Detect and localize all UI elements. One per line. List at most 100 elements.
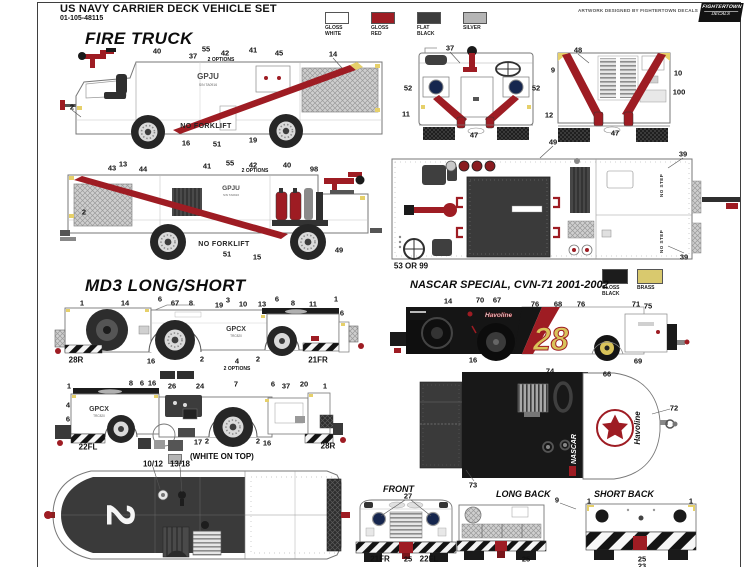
fire-truck-front-view: [393, 45, 543, 148]
extra-decal-patch: [168, 454, 182, 464]
extra-decal-patch: [160, 371, 175, 379]
flat-black-label: FLAT BLACK: [417, 25, 435, 37]
trc-marking: TRC820: [230, 334, 242, 338]
rear-apron: [326, 478, 342, 552]
wheel: [107, 415, 135, 443]
short-back-title: SHORT BACK: [594, 489, 654, 499]
winch: [517, 383, 549, 417]
bumper: [54, 329, 66, 348]
water-turret-icon: [78, 48, 116, 68]
havoline-top-marking: Havoline: [633, 411, 642, 445]
gpcx-marking: GPCX: [89, 406, 109, 413]
rear-grille: [597, 55, 639, 101]
water-turret-icon: [324, 172, 365, 194]
gloss-red-label: GLOSS RED: [371, 25, 389, 37]
extra-decal-patch: [177, 371, 194, 379]
red-handle-icon: [455, 196, 561, 239]
car-number-marking: 28: [532, 321, 569, 357]
rear-deck: [624, 313, 668, 353]
wheel: [269, 114, 303, 148]
front-bumper: [60, 230, 76, 241]
wheel: [477, 323, 515, 361]
bumper: [338, 321, 350, 353]
wheel: [423, 127, 455, 140]
md3-side-view-1: GPCX TRC820: [54, 296, 375, 368]
texaco-star-logo: [596, 409, 634, 447]
nascar-title: NASCAR SPECIAL, CVN-71 2001-2002: [410, 279, 609, 291]
wheel: [558, 128, 590, 142]
fire-truck-side-view-2: GPJU S/N TA0916 NO FORKLIFT: [60, 158, 390, 268]
brass-wheel: [594, 335, 620, 361]
hazard-stripe: [70, 433, 106, 444]
front-bumper: [390, 332, 406, 346]
nascar-side-view: Havoline 28: [390, 300, 702, 368]
brass-label: BRASS: [637, 285, 655, 291]
rear-bumper: [667, 324, 677, 350]
tow-hook-icon: [44, 511, 55, 519]
trc-marking: TRC820: [93, 414, 105, 418]
seat: [116, 74, 127, 94]
nascar-top-view: NASCAR Havoline: [418, 366, 678, 484]
winch: [162, 526, 190, 558]
md3-top-view: 2: [44, 465, 350, 565]
hazard-stripe: [304, 433, 334, 444]
part-number: 01-105-48115: [60, 15, 104, 22]
black-swoosh: [514, 307, 542, 354]
no-forklift-marking: NO FORKLIFT: [180, 123, 232, 130]
gray-deck: [419, 381, 463, 469]
gloss-white-label: GLOSS WHITE: [325, 25, 343, 37]
white-on-top-note: (WHITE ON TOP): [190, 452, 254, 461]
wheel: [150, 224, 186, 260]
tow-shackle: [485, 116, 495, 129]
access-panel: [255, 65, 291, 93]
wheel: [290, 224, 326, 260]
tow-hook-icon: [55, 348, 61, 354]
steering-wheel-icon: [495, 61, 521, 77]
deck-number-marking: 2: [98, 504, 142, 526]
seat: [422, 165, 446, 185]
wheel: [267, 326, 297, 356]
swatch-gloss-black: GLOSS BLACK: [602, 269, 628, 298]
steering-wheel-icon: [403, 238, 425, 260]
tow-hook-icon: [341, 512, 350, 518]
swatch-gloss-white: GLOSS WHITE: [325, 12, 358, 38]
nascar-marking: NASCAR: [571, 434, 578, 464]
swatch-silver: SILVER: [463, 12, 496, 38]
no-step-marking: NO STEP: [659, 230, 664, 253]
swatch-gloss-red: GLOSS RED: [371, 12, 404, 38]
swatch-flat-black: FLAT BLACK: [417, 12, 450, 38]
light: [673, 509, 687, 523]
radiator: [192, 530, 222, 556]
fire-truck-title: FIRE TRUCK: [85, 29, 193, 48]
gloss-white-chip: [325, 12, 349, 24]
red-stripe-left: [562, 53, 602, 117]
center-deck-panel: [466, 176, 551, 258]
no-step-marking: NO STEP: [659, 174, 664, 197]
red-swoosh: [522, 307, 560, 354]
swatch-brass: BRASS: [637, 269, 663, 298]
wheel: [131, 115, 165, 149]
wheel: [636, 128, 668, 142]
md3-title: MD3 LONG/SHORT: [85, 276, 246, 295]
sheet-border-left: [37, 2, 38, 567]
front-view-title: FRONT: [383, 484, 414, 494]
md3-short-back-view: [578, 496, 704, 566]
hazard-stripe: [302, 342, 340, 352]
headlight-left: [422, 76, 450, 98]
havoline-marking: Havoline: [485, 312, 512, 319]
tow-shackle: [593, 111, 604, 127]
md3-side-view-2: GPCX TRC820: [55, 383, 375, 455]
sheet-border-top: [37, 2, 741, 3]
fire-truck-rear-view: [552, 40, 702, 150]
long-back-title: LONG BACK: [496, 489, 551, 499]
gpcx-marking: GPCX: [226, 326, 246, 333]
tow-hook-icon: [57, 440, 63, 446]
gloss-black-chip: [602, 269, 628, 284]
stripe-yellow-tip: [350, 62, 363, 70]
logo-line2: DECALS: [703, 11, 739, 17]
paint-legend: GLOSS WHITE GLOSS RED FLAT BLACK SILVER: [325, 12, 496, 38]
no-forklift-marking: NO FORKLIFT: [198, 241, 250, 248]
tow-hook-icon: [358, 343, 364, 349]
